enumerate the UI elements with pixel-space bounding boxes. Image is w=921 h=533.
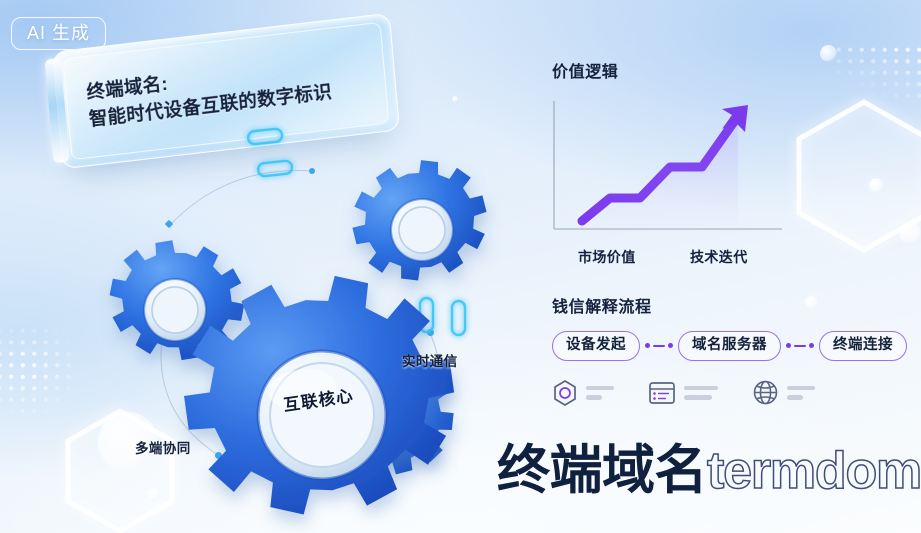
wordmark-english: termdomain	[706, 442, 921, 500]
placeholder-lines	[787, 385, 815, 400]
chart-tick-market-value: 市场价值	[578, 249, 636, 265]
gear-graphics	[109, 127, 487, 515]
brand-wordmark: 终端域名 termdomain	[497, 441, 921, 500]
flow-icon-row	[552, 379, 912, 407]
hero-panel-text: 终端域名: 智能时代设备互联的数字标识	[86, 46, 383, 133]
process-flow: 设备发起 域名服务器 终端连接	[552, 331, 912, 361]
placeholder-lines	[684, 385, 718, 400]
globe-icon	[753, 380, 778, 405]
right-info-column: 价值逻辑	[552, 58, 912, 407]
ai-generated-badge: AI 生成	[11, 17, 107, 50]
flow-connector-2	[781, 343, 819, 349]
flow-connector-1	[640, 343, 678, 349]
flow-title: 钱信解释流程	[552, 299, 652, 316]
flow-node-terminal-connect[interactable]: 终端连接	[819, 331, 907, 361]
dot-grid-left	[0, 325, 76, 415]
chart-svg	[553, 101, 782, 230]
chart-arrowhead	[722, 105, 748, 132]
hexagon-circle-icon	[554, 379, 576, 406]
server-card-icon	[649, 381, 675, 404]
chart-tick-labels: 市场价值 技术迭代	[552, 247, 870, 267]
gear-cluster-illustration: 互联核心 多端协同 实时通信 安全加密	[100, 125, 500, 515]
value-logic-chart	[552, 99, 870, 244]
gear-top-right	[352, 160, 487, 281]
flow-icon-cell-1	[552, 379, 614, 407]
gear-label-realtime-comm: 实时通信	[402, 354, 458, 369]
flow-icon-cell-2	[648, 379, 718, 407]
gear-label-multi-terminal: 多端协同	[135, 441, 191, 456]
flow-node-dns-server[interactable]: 域名服务器	[678, 331, 781, 361]
chart-tick-tech-iteration: 技术迭代	[690, 249, 748, 265]
gear-center	[184, 275, 455, 515]
flow-icon-cell-3	[752, 379, 815, 407]
chart-title: 价值逻辑	[552, 64, 619, 81]
flow-node-device-initiate[interactable]: 设备发起	[552, 331, 640, 361]
wordmark-chinese: 终端域名	[497, 441, 708, 500]
placeholder-lines	[586, 385, 614, 400]
decorative-orb	[452, 96, 458, 102]
chart-growth-line	[577, 114, 741, 226]
